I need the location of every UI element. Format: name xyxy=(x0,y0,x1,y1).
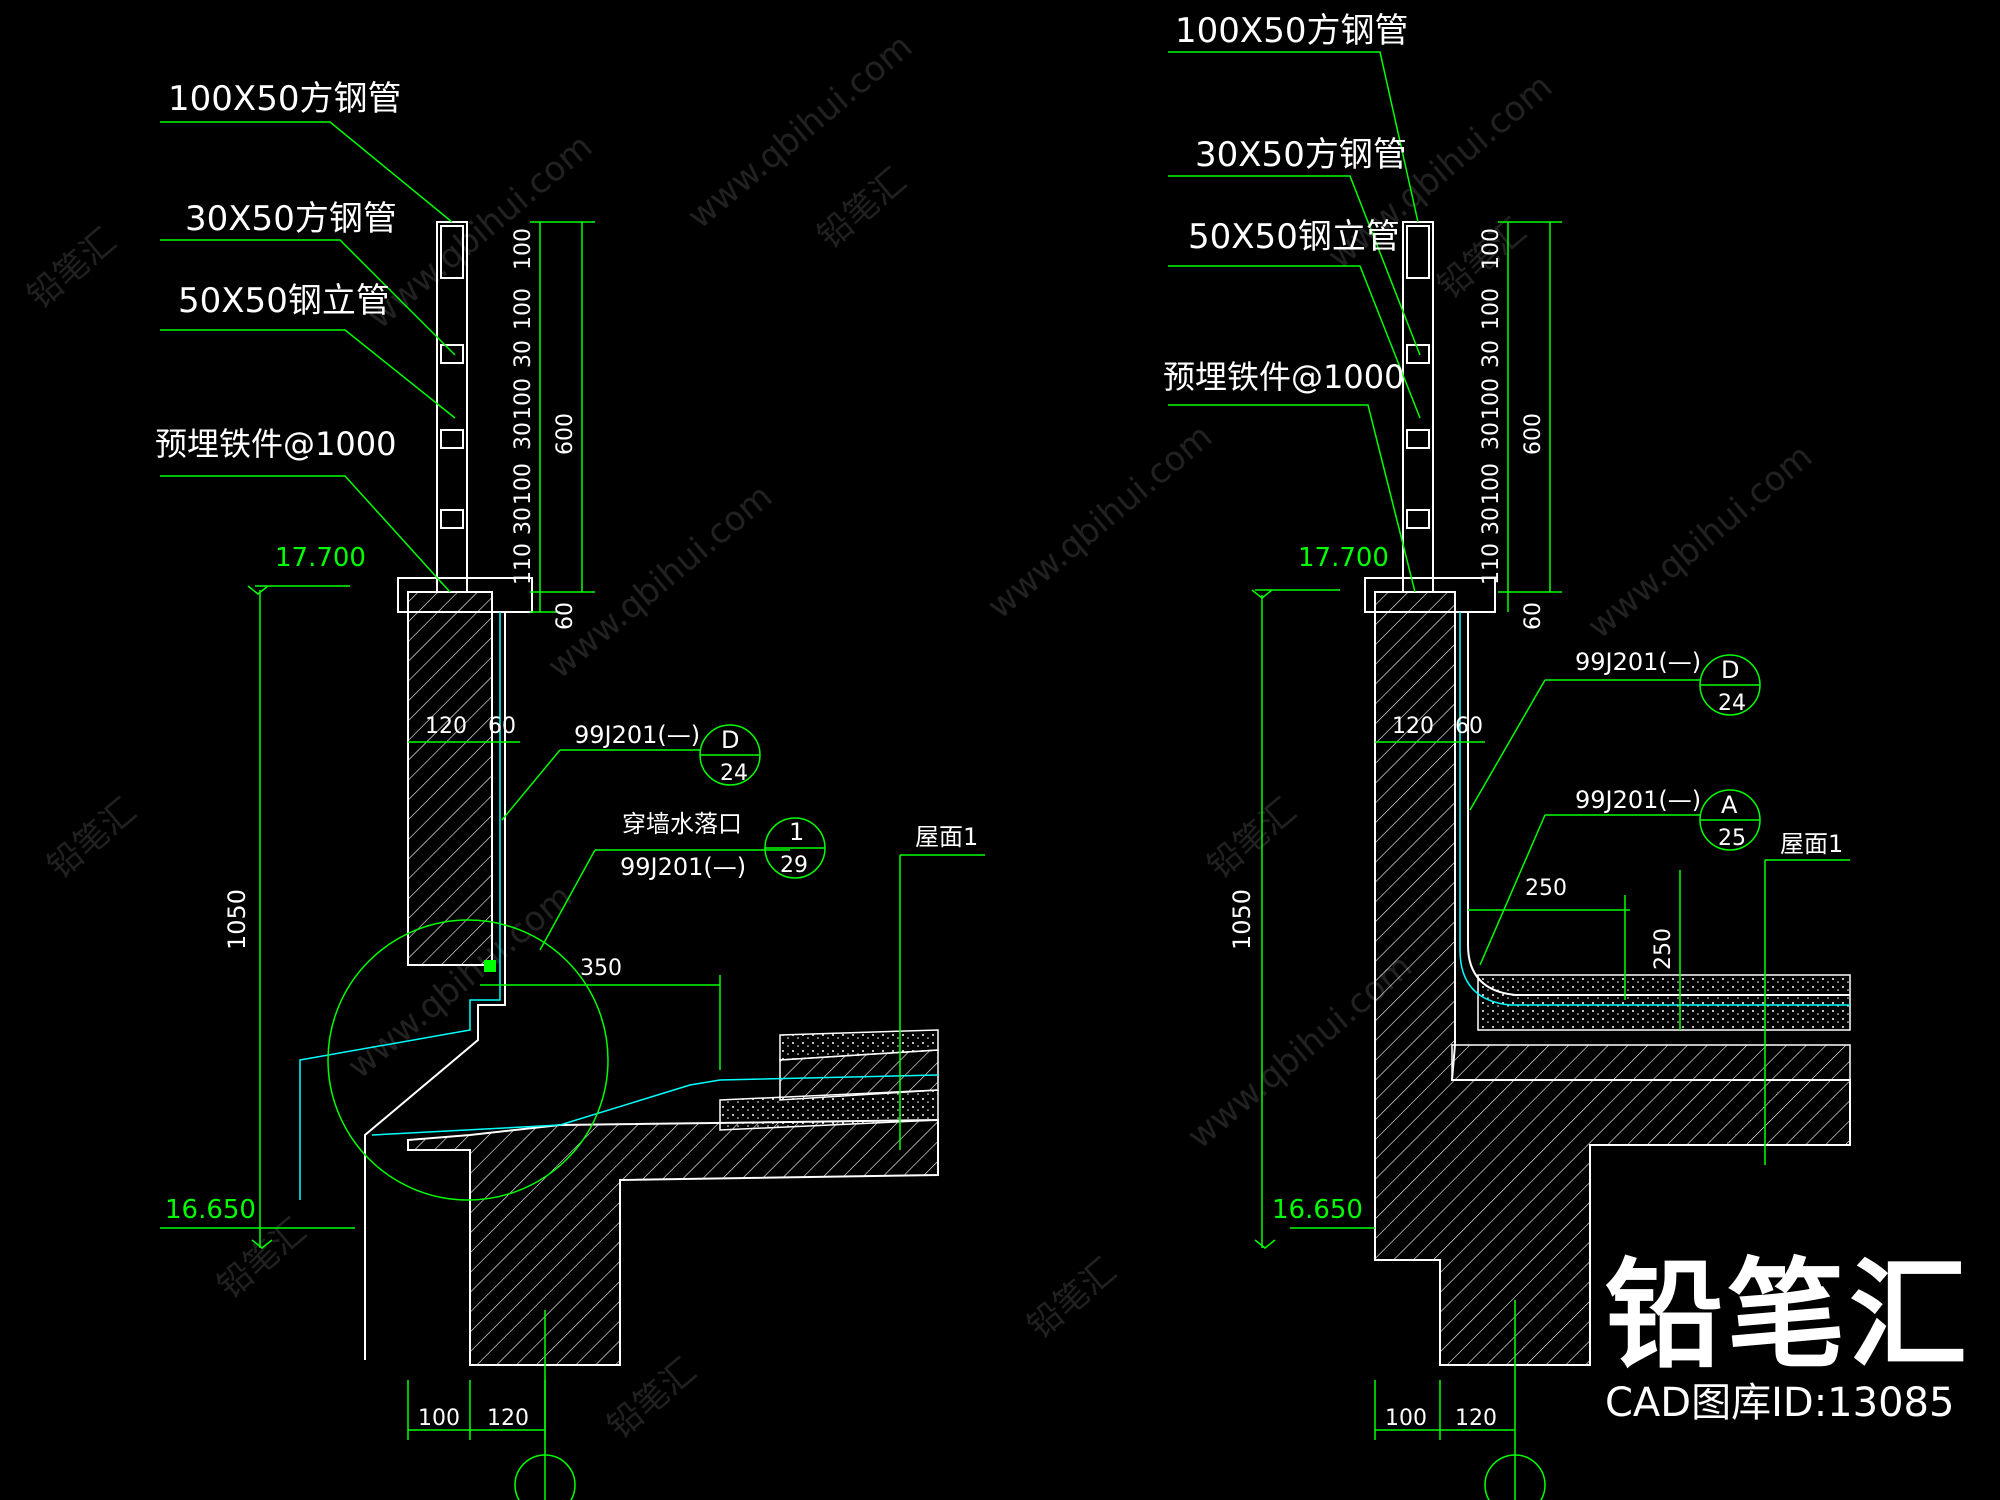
dim-30: 30 xyxy=(511,340,536,368)
label-wall-outlet: 穿墙水落口 xyxy=(622,810,742,838)
dim-250: 250 xyxy=(1651,928,1676,970)
dim-30: 30 xyxy=(1479,507,1504,535)
dim-100: 100 xyxy=(418,1406,460,1431)
dim-250: 250 xyxy=(1525,876,1567,901)
label-tube-100x50: 100X50方钢管 xyxy=(168,79,401,119)
dim-30: 30 xyxy=(1479,340,1504,368)
label-post-50x50: 50X50钢立管 xyxy=(178,281,390,321)
watermark-url: www.qbihui.com xyxy=(1580,436,1820,646)
callout-page: 24 xyxy=(1718,691,1746,716)
elevation-bottom: 16.650 xyxy=(1272,1195,1363,1225)
ref-standard: 99J201(—) xyxy=(1575,786,1701,814)
watermark-brand: 铅笔汇 xyxy=(1200,791,1304,887)
label-roof: 屋面1 xyxy=(1780,830,1843,858)
label-tube-30x50: 30X50方钢管 xyxy=(1195,135,1407,175)
label-embedded: 预埋铁件@1000 xyxy=(155,425,396,463)
watermark-url: www.qbihui.com xyxy=(540,476,780,686)
callout-letter: D xyxy=(721,726,739,754)
callout-page: 25 xyxy=(1718,826,1746,851)
dim-120: 120 xyxy=(425,714,467,739)
dim-110: 110 xyxy=(511,543,536,585)
dim-100: 100 xyxy=(1479,463,1504,505)
dim-100: 100 xyxy=(511,288,536,330)
dim-100: 100 xyxy=(511,378,536,420)
callout-letter: D xyxy=(1721,656,1739,684)
dim-120: 120 xyxy=(1455,1406,1497,1431)
watermark-brand: 铅笔汇 xyxy=(210,1211,314,1307)
callout-page: 29 xyxy=(780,853,808,878)
brand-id: CAD图库ID:13085 xyxy=(1605,1380,1955,1426)
dim-120: 120 xyxy=(1392,714,1434,739)
label-post-50x50: 50X50钢立管 xyxy=(1188,217,1400,257)
dim-600: 600 xyxy=(1521,413,1546,455)
dim-height: 1050 xyxy=(1228,889,1256,950)
dim-350: 350 xyxy=(580,956,622,981)
dim-110: 110 xyxy=(1479,543,1504,585)
dim-100: 100 xyxy=(1479,228,1504,270)
label-embedded: 预埋铁件@1000 xyxy=(1163,358,1404,396)
parapet-detail-left xyxy=(160,121,985,1500)
watermark-url: www.qbihui.com xyxy=(980,416,1220,626)
parapet-detail-right xyxy=(1168,51,1851,1500)
watermark-brand: 铅笔汇 xyxy=(1020,1251,1124,1347)
dim-60: 60 xyxy=(488,714,516,739)
callout-page: 24 xyxy=(720,761,748,786)
elevation-top: 17.700 xyxy=(275,543,366,573)
ref-standard: 99J201(—) xyxy=(1575,648,1701,676)
dim-30: 30 xyxy=(511,422,536,450)
label-tube-100x50: 100X50方钢管 xyxy=(1175,11,1408,51)
brand-name: 铅笔汇 xyxy=(1605,1246,1972,1384)
ref-standard: 99J201(—) xyxy=(574,721,700,749)
dim-30: 30 xyxy=(511,507,536,535)
dim-60: 60 xyxy=(1455,714,1483,739)
dim-60: 60 xyxy=(553,602,578,630)
watermark-brand: 铅笔汇 xyxy=(20,221,124,317)
dim-30: 30 xyxy=(1479,422,1504,450)
label-tube-30x50: 30X50方钢管 xyxy=(185,199,397,239)
watermark-brand: 铅笔汇 xyxy=(810,161,914,257)
callout-letter: A xyxy=(1721,791,1738,819)
ref-standard: 99J201(—) xyxy=(620,853,746,881)
elevation-bottom: 16.650 xyxy=(165,1195,256,1225)
dim-100: 100 xyxy=(511,463,536,505)
watermark-brand: 铅笔汇 xyxy=(40,791,144,887)
brand-logo: 铅笔汇 CAD图库ID:13085 xyxy=(1605,1255,1985,1425)
dim-100: 100 xyxy=(1479,378,1504,420)
dim-60: 60 xyxy=(1521,602,1546,630)
dim-100: 100 xyxy=(1479,288,1504,330)
elevation-top: 17.700 xyxy=(1298,543,1389,573)
dim-120: 120 xyxy=(487,1406,529,1431)
dim-height: 1050 xyxy=(223,889,251,950)
dim-600: 600 xyxy=(553,413,578,455)
callout-number: 1 xyxy=(789,818,804,846)
dim-100: 100 xyxy=(511,228,536,270)
label-roof: 屋面1 xyxy=(915,823,978,851)
dim-100: 100 xyxy=(1385,1406,1427,1431)
